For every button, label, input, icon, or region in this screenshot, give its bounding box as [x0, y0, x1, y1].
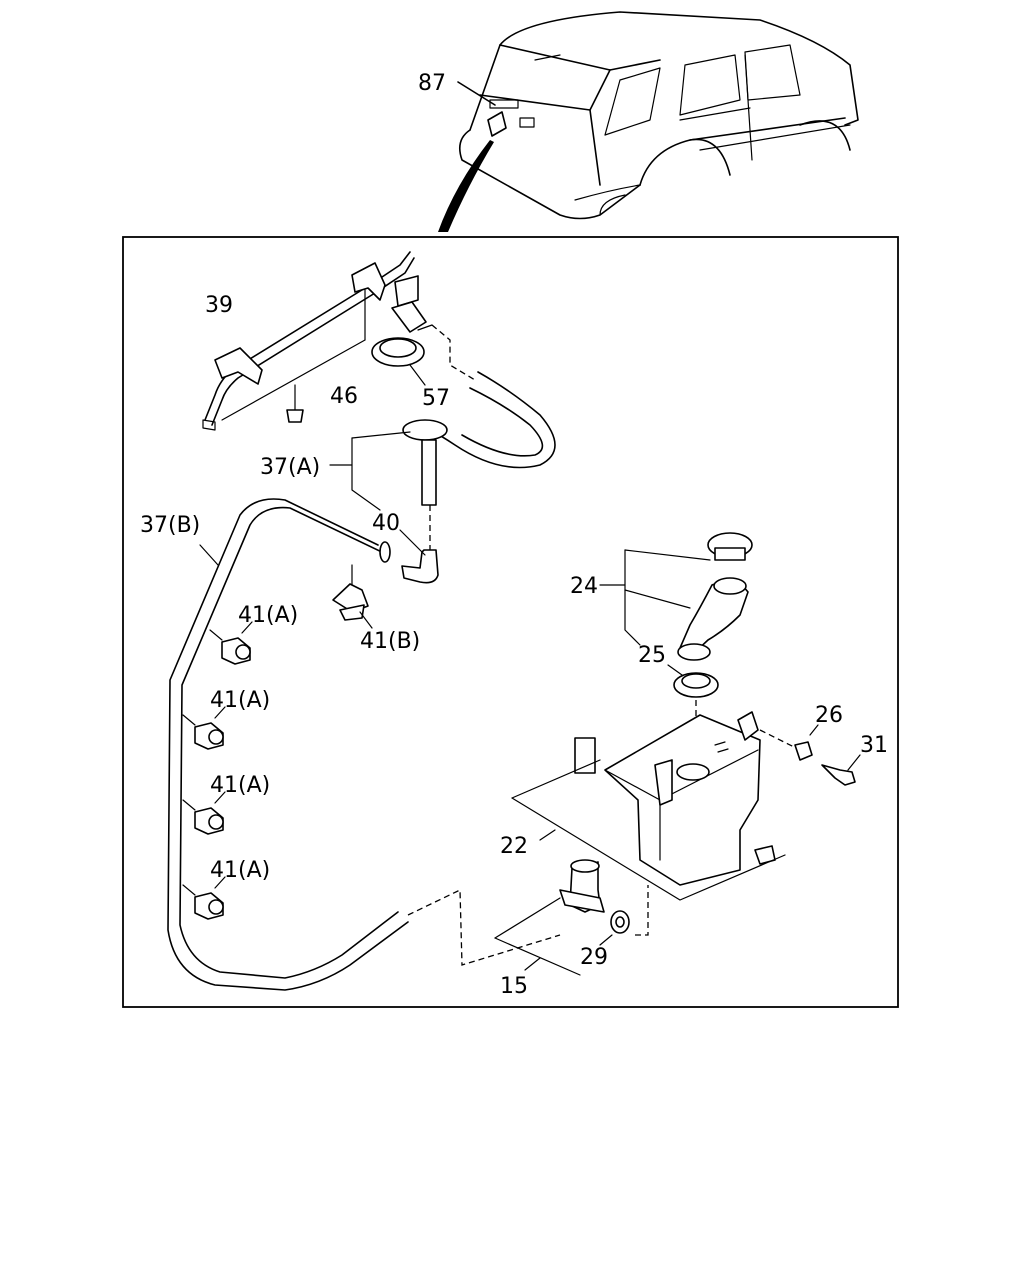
label-37a: 37(A): [260, 455, 320, 480]
part-40-connector: [399, 505, 439, 584]
label-41a-3: 41(A): [210, 773, 270, 798]
part-24-filler-neck: [599, 532, 753, 661]
label-31: 31: [860, 733, 888, 758]
label-41a-2: 41(A): [210, 688, 270, 713]
part-31-screw: [821, 754, 861, 786]
label-40: 40: [372, 511, 400, 536]
label-29: 29: [580, 945, 608, 970]
label-37b: 37(B): [140, 513, 200, 538]
label-41a-1: 41(A): [238, 603, 298, 628]
label-26: 26: [815, 703, 843, 728]
label-41a-4: 41(A): [210, 858, 270, 883]
part-39-bracket: [202, 251, 433, 431]
part-41a-clip-4: [182, 876, 226, 920]
part-46-screw: [286, 384, 304, 423]
label-22: 22: [500, 834, 528, 859]
part-41a-clip-3: [182, 791, 226, 835]
callout-labels: 87 39 46 57 37(A) 40 37(B) 41(A) 41(B) 4…: [140, 71, 888, 999]
vehicle-illustration: [438, 11, 859, 232]
detail-frame: [122, 236, 899, 1008]
label-46: 46: [330, 384, 358, 409]
part-37a-hose: [329, 324, 556, 511]
label-15: 15: [500, 974, 528, 999]
part-26-nut: [759, 724, 819, 761]
label-87: 87: [418, 71, 446, 96]
part-15-pump: [494, 859, 605, 976]
part-22-reservoir: [511, 711, 786, 901]
label-39: 39: [205, 293, 233, 318]
label-41b: 41(B): [360, 629, 420, 654]
part-37b-hose: [167, 498, 561, 991]
label-24: 24: [570, 574, 598, 599]
label-25: 25: [638, 643, 666, 668]
part-41a-clip-1: [209, 621, 253, 665]
part-57-grommet: [371, 337, 426, 386]
part-29-grommet: [599, 885, 649, 946]
part-25-grommet: [667, 664, 719, 760]
part-41a-clip-2: [182, 706, 226, 750]
part-41b-clip: [332, 564, 373, 629]
label-57: 57: [422, 386, 450, 411]
